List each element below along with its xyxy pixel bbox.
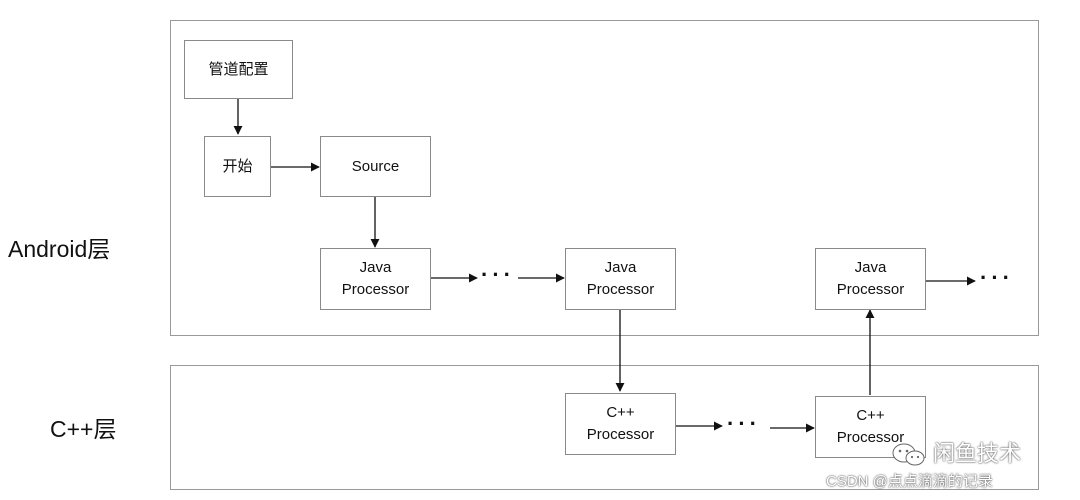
ellipsis-android-2: ··· (980, 265, 1014, 290)
ellipsis-cpp-1: ··· (727, 411, 761, 436)
pipeline-config-node: 管道配置 (184, 40, 293, 99)
cpp-layer-label: C++层 (50, 416, 117, 442)
source-node: Source (320, 136, 431, 197)
java-processor-node-2: Java Processor (565, 248, 676, 310)
start-node: 开始 (204, 136, 271, 197)
watermark-csdn: CSDN @点点滴滴的记录 (826, 473, 993, 490)
android-layer-label: Android层 (8, 236, 111, 262)
watermark-name: 闲鱼技术 (933, 441, 1022, 466)
java-processor-node-1: Java Processor (320, 248, 431, 310)
java-processor-node-3: Java Processor (815, 248, 926, 310)
wechat-icon (892, 443, 925, 466)
ellipsis-android-1: ··· (481, 262, 515, 287)
cpp-processor-node-1: C++ Processor (565, 393, 676, 455)
